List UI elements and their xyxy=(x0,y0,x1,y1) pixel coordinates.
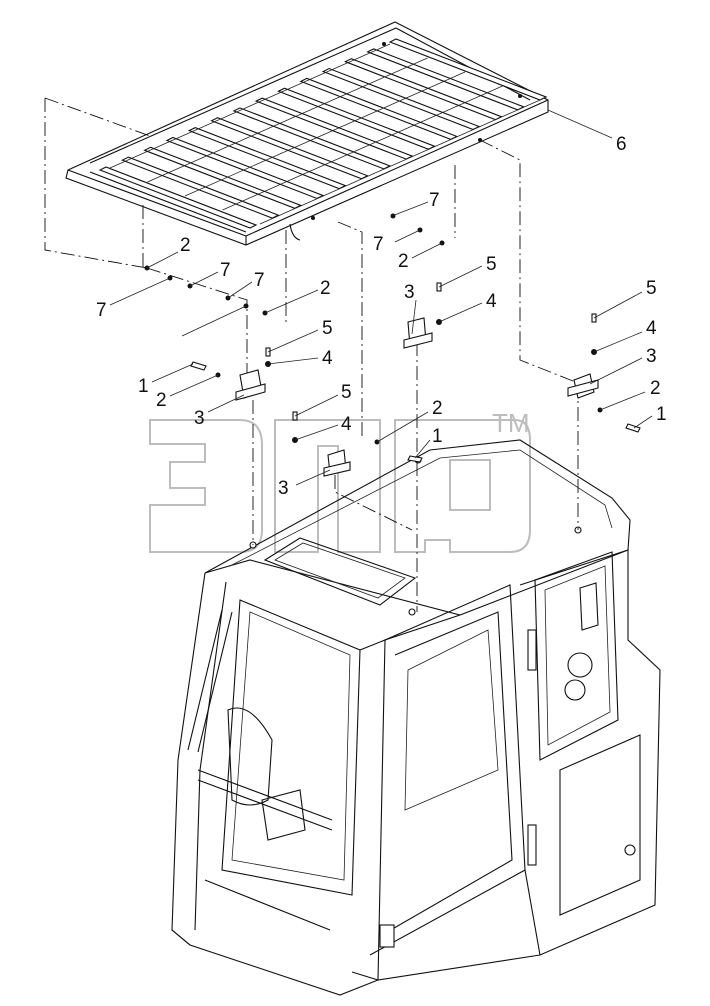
callout-3: 3 xyxy=(646,346,657,367)
callout-labels: 6 7 7 2 5 4 3 2 7 7 2 7 5 4 1 2 3 5 4 3 … xyxy=(96,134,667,499)
callout-7: 7 xyxy=(220,260,231,281)
roof-slat xyxy=(388,38,548,101)
callout-4: 4 xyxy=(322,348,333,369)
roof-crossbar xyxy=(109,43,391,169)
callout-7: 7 xyxy=(254,270,265,291)
roof-slat xyxy=(232,107,392,170)
callout-2: 2 xyxy=(320,278,331,299)
roof-slat xyxy=(98,166,258,229)
roof-crossbar xyxy=(147,57,428,183)
roof-slat xyxy=(321,67,481,131)
callout-2: 2 xyxy=(156,390,167,411)
callout-4: 4 xyxy=(486,291,497,312)
trademark-mark: TM xyxy=(492,408,530,438)
roof-crossbar xyxy=(259,99,541,225)
phantom-lines xyxy=(44,97,579,612)
callout-3: 3 xyxy=(278,478,289,499)
roof-crossbar xyxy=(222,85,503,211)
roof-crossbar xyxy=(184,71,466,197)
roof-guard-grille xyxy=(65,21,549,246)
callout-7: 7 xyxy=(96,300,107,321)
mounting-hardware xyxy=(144,213,641,477)
callout-2: 2 xyxy=(650,378,661,399)
callout-2: 2 xyxy=(180,235,191,256)
callout-4: 4 xyxy=(646,318,657,339)
callout-5: 5 xyxy=(646,278,657,299)
roof-slat xyxy=(187,127,347,190)
roof-slats xyxy=(98,38,548,229)
callout-4: 4 xyxy=(341,414,352,435)
leader-lines xyxy=(109,109,653,486)
callout-6: 6 xyxy=(616,134,627,155)
callout-5: 5 xyxy=(322,318,333,339)
callout-5: 5 xyxy=(341,382,352,403)
operator-cab xyxy=(171,439,661,996)
callout-7: 7 xyxy=(373,234,384,255)
watermark-logo: TM xyxy=(149,408,531,553)
roof-slat xyxy=(277,87,436,150)
callout-3: 3 xyxy=(404,282,415,303)
roof-slat xyxy=(210,117,369,180)
callout-1: 1 xyxy=(432,426,443,447)
callout-1: 1 xyxy=(656,404,667,425)
callout-5: 5 xyxy=(486,254,497,275)
roof-slat xyxy=(254,97,414,160)
callout-3: 3 xyxy=(194,408,205,429)
callout-2: 2 xyxy=(432,398,443,419)
callout-1: 1 xyxy=(138,376,149,397)
callout-7: 7 xyxy=(429,190,440,211)
callout-2: 2 xyxy=(398,251,409,272)
roof-slat xyxy=(299,77,459,140)
